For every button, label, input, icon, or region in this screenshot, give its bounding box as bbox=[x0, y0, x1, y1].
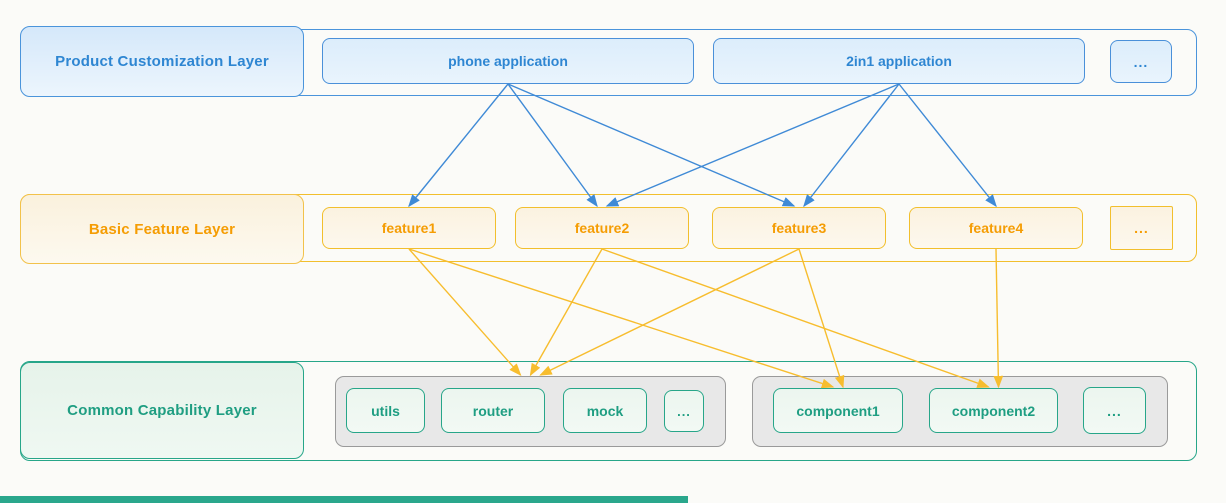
phone-application-box: phone application bbox=[322, 38, 694, 84]
2in1-application-box: 2in1 application bbox=[713, 38, 1085, 84]
feature4-box: feature4 bbox=[909, 207, 1083, 249]
product-layer-label: Product Customization Layer bbox=[20, 26, 304, 97]
product-ellipsis-box: ... bbox=[1110, 40, 1172, 83]
router-box: router bbox=[441, 388, 545, 433]
feature2-box: feature2 bbox=[515, 207, 689, 249]
utility-ellipsis-box: ... bbox=[664, 390, 704, 432]
mock-box: mock bbox=[563, 388, 647, 433]
feature-layer-label: Basic Feature Layer bbox=[20, 194, 304, 264]
component1-box: component1 bbox=[773, 388, 903, 433]
utils-box: utils bbox=[346, 388, 425, 433]
bottom-accent-bar bbox=[0, 496, 688, 503]
feature-ellipsis-box: ... bbox=[1110, 206, 1173, 250]
common-layer-label: Common Capability Layer bbox=[20, 362, 304, 459]
component2-box: component2 bbox=[929, 388, 1058, 433]
feature1-box: feature1 bbox=[322, 207, 496, 249]
feature3-box: feature3 bbox=[712, 207, 886, 249]
component-ellipsis-box: ... bbox=[1083, 387, 1146, 434]
